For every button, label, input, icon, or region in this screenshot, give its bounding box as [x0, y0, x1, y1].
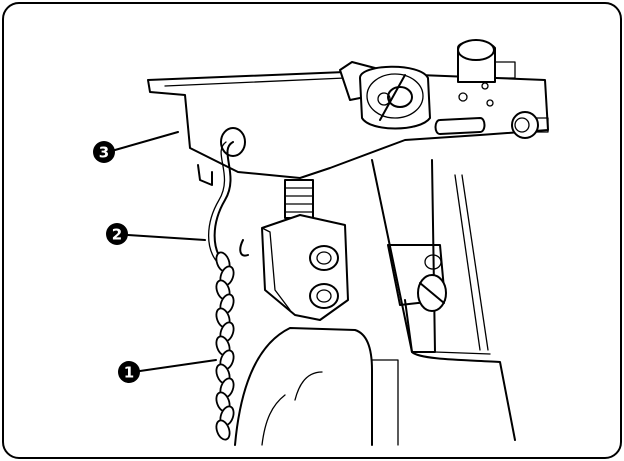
s-hook [208, 141, 249, 266]
threaded-post [284, 179, 314, 219]
plate-screw [511, 111, 549, 139]
callout-3-label: 3 [99, 144, 109, 162]
plate-tab [197, 164, 213, 186]
machine-housing [234, 327, 399, 446]
top-plate [147, 71, 549, 179]
callout-2-label: 2 [112, 226, 122, 244]
callout-2: 2 [106, 223, 206, 245]
chain [215, 251, 235, 441]
callout-1: 1 [118, 359, 217, 383]
callout-1-label: 1 [124, 364, 134, 382]
bracket [261, 214, 349, 321]
collar-assembly [339, 61, 431, 130]
rear-knob [457, 39, 516, 83]
vertical-arm [371, 159, 516, 441]
chain-link [215, 419, 231, 441]
callout-3: 3 [93, 131, 179, 163]
arm-screw [417, 254, 447, 312]
